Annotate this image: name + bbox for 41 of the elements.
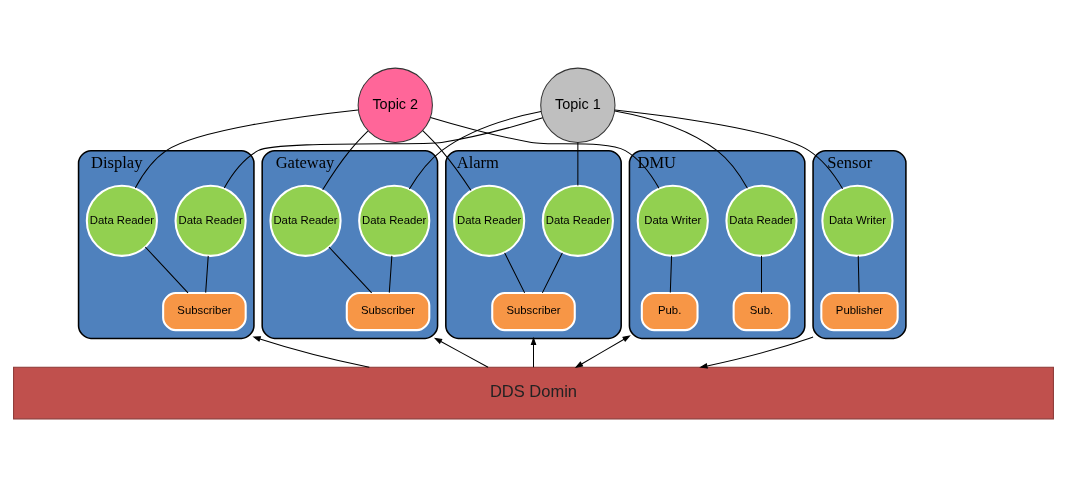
node-circle: Data Reader — [85, 184, 158, 257]
connector — [577, 141, 579, 186]
connector — [760, 254, 762, 293]
node-box: Subscriber — [345, 291, 431, 331]
node-circle: Data Reader — [358, 184, 431, 257]
node-box: DDS Domin — [13, 366, 1054, 419]
node-box: Sub. — [732, 291, 791, 331]
node-circle: Data Reader — [269, 184, 342, 257]
node-circle: Topic 2 — [357, 67, 433, 143]
arrow — [530, 336, 537, 368]
arrow — [574, 334, 631, 368]
node-box: Subscriber — [162, 291, 247, 331]
node-circle: Data Reader — [453, 184, 526, 257]
arrow — [699, 335, 814, 369]
node-circle: Data Reader — [725, 184, 798, 257]
connector — [223, 116, 544, 189]
connector — [504, 251, 526, 293]
connector — [134, 108, 359, 188]
connector — [541, 251, 563, 293]
connector — [422, 129, 472, 191]
connector — [408, 110, 542, 190]
node-circle: Data Reader — [174, 184, 247, 257]
connector — [144, 246, 189, 293]
arrow — [252, 335, 370, 368]
connector — [669, 254, 673, 293]
connector — [388, 254, 393, 293]
arrow — [433, 337, 489, 368]
node-box: Subscriber — [491, 291, 576, 331]
node-circle: Data Reader — [541, 184, 614, 257]
node-box: Publisher — [820, 291, 899, 331]
connector — [322, 130, 369, 190]
node-circle: Topic 1 — [540, 67, 616, 143]
connector — [614, 110, 748, 189]
connector — [328, 246, 373, 293]
node-circle: Data Writer — [821, 184, 894, 257]
node-box: Pub. — [640, 291, 699, 331]
connector — [205, 254, 209, 293]
connector — [857, 254, 860, 293]
connector — [429, 116, 660, 189]
node-circle: Data Writer — [636, 184, 709, 257]
connector — [614, 109, 844, 189]
